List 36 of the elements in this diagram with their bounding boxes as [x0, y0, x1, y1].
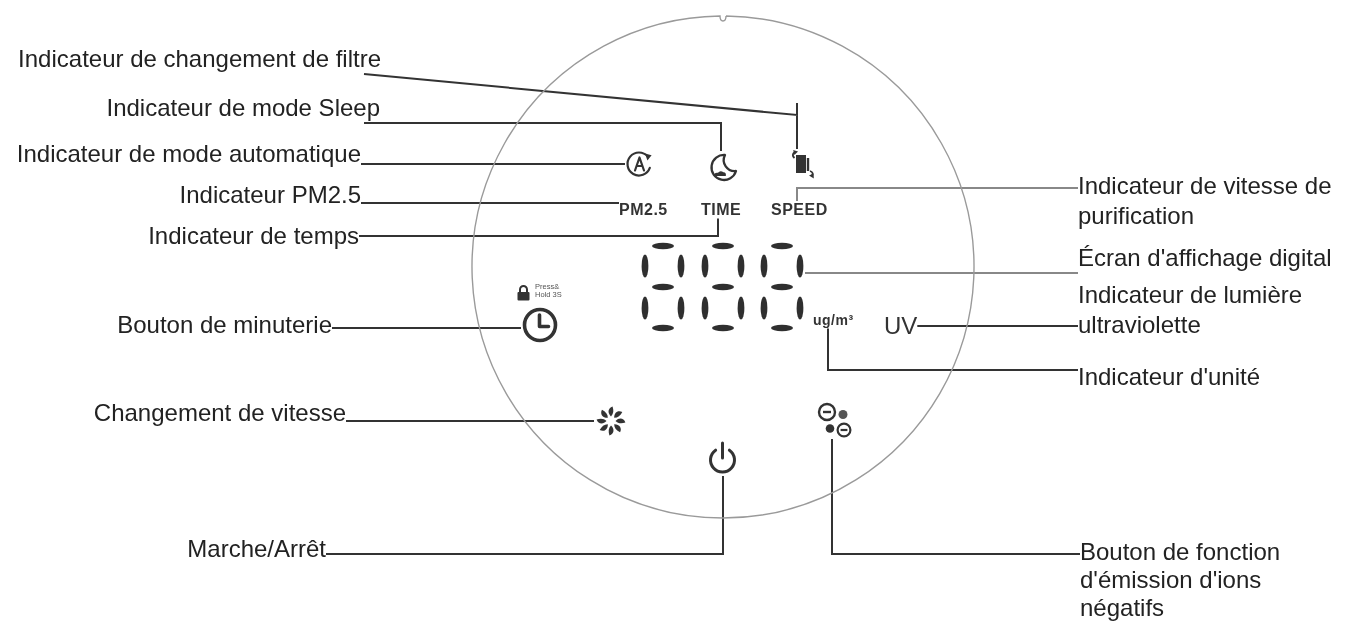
leader-line [331, 327, 522, 329]
leader-line [360, 202, 620, 204]
callout-label: Indicateur PM2.5 [179, 180, 361, 210]
control-panel [471, 15, 975, 519]
leader-line [363, 122, 722, 152]
panel-label: PM2.5 [619, 201, 668, 219]
moon-icon [707, 151, 739, 183]
panel-label: UV [884, 313, 918, 340]
panel-label: SPEED [771, 201, 828, 219]
panel-label: ug/m³ [813, 313, 854, 329]
callout-label: Indicateur de changement de filtre [18, 44, 381, 74]
minus-circles-icon [817, 402, 853, 439]
callout-label: Indicateur de mode Sleep [106, 93, 380, 123]
leader-line [358, 217, 719, 237]
callout-label: Indicateur de vitesse de purification [1078, 171, 1342, 231]
leader-line [831, 438, 1081, 555]
callout-label: Indicateur d'unité [1078, 362, 1261, 392]
callout-label: Changement de vitesse [93, 398, 346, 428]
callout-label: Marche/Arrêt [187, 534, 326, 564]
leader-line [827, 327, 1079, 371]
callout-label: Indicateur de temps [148, 221, 359, 251]
leader-line [325, 475, 724, 555]
leader-line [345, 420, 595, 422]
leader-line [796, 187, 1079, 202]
leader-line [360, 163, 626, 165]
leader-line [363, 73, 798, 150]
leader-line [916, 325, 1079, 327]
clock-icon [521, 306, 559, 344]
callout-label: Indicateur de mode automatique [16, 139, 361, 169]
leader-line [804, 272, 1079, 274]
callout-label: Bouton de minuterie [117, 310, 332, 340]
callout-label: Indicateur de lumière ultraviolette [1078, 280, 1342, 340]
callout-label: Écran d'affichage digital [1078, 243, 1332, 273]
panel-label: TIME [701, 201, 742, 219]
callout-label: Bouton de fonction d'émission d'ions négatifs [1080, 538, 1320, 622]
fan-icon [594, 404, 628, 438]
